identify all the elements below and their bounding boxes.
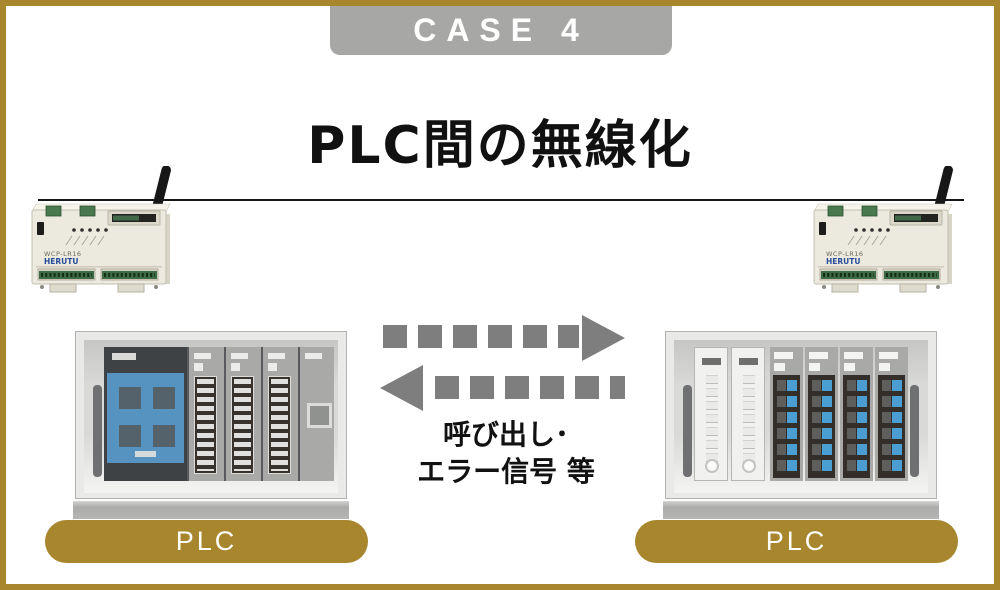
terminal-slats bbox=[268, 376, 291, 474]
signal-caption: 呼び出し･ エラー信号 等 bbox=[375, 416, 637, 490]
case-banner-label: CASE 4 bbox=[413, 12, 589, 48]
plc-label-left: PLC bbox=[45, 520, 368, 563]
rail-tab bbox=[93, 385, 102, 477]
terminal-strip bbox=[37, 268, 96, 281]
mount-foot bbox=[49, 283, 77, 293]
device-model-label: WCP-LR16 bbox=[44, 250, 82, 258]
mount-foot bbox=[831, 283, 859, 293]
wireless-unit-right: WCP-LR16 HERUTU bbox=[813, 166, 953, 293]
io-module bbox=[187, 347, 224, 481]
connector-module bbox=[840, 347, 873, 481]
label-hatch-lines bbox=[65, 235, 105, 246]
terminal-block bbox=[45, 205, 62, 217]
device-model-label: WCP-LR16 bbox=[826, 250, 864, 258]
device-brand-label: HERUTU bbox=[44, 257, 78, 266]
dip-led-dots bbox=[72, 228, 108, 232]
page-title: PLC間の無線化 bbox=[307, 116, 693, 176]
terminal-slats bbox=[231, 376, 254, 474]
dip-led-dots bbox=[854, 228, 890, 232]
mount-foot bbox=[117, 283, 145, 293]
terminal-block bbox=[79, 205, 96, 217]
cabinet-base bbox=[73, 501, 349, 519]
terminal-block bbox=[827, 205, 844, 217]
power-switch bbox=[37, 222, 44, 235]
device-display bbox=[107, 210, 161, 226]
cabinet-base bbox=[663, 501, 939, 519]
terminal-strip bbox=[882, 268, 941, 281]
plc-unit-left bbox=[73, 331, 353, 523]
relay-module bbox=[694, 347, 728, 481]
rail-tab bbox=[910, 385, 919, 477]
wireless-unit-left: WCP-LR16 HERUTU bbox=[31, 166, 171, 293]
power-switch bbox=[819, 222, 826, 235]
terminal-block bbox=[861, 205, 878, 217]
mount-foot bbox=[899, 283, 927, 293]
blank-module bbox=[298, 347, 334, 481]
terminal-strip bbox=[819, 268, 878, 281]
terminal-slats bbox=[194, 376, 217, 474]
plc-label-right: PLC bbox=[635, 520, 958, 563]
signal-caption-line2: エラー信号 等 bbox=[417, 455, 595, 488]
radio-link-line bbox=[38, 199, 964, 201]
relay-rows bbox=[743, 375, 755, 465]
connector-module bbox=[770, 347, 803, 481]
signal-arrows bbox=[380, 315, 625, 411]
relay-rows bbox=[706, 375, 718, 465]
arrow-right-icon bbox=[383, 315, 625, 361]
label-hatch-lines bbox=[847, 235, 887, 246]
arrow-left-icon bbox=[380, 365, 625, 411]
case-banner: CASE 4 bbox=[330, 6, 672, 55]
terminal-strip bbox=[100, 268, 159, 281]
plc-unit-right bbox=[663, 331, 943, 523]
signal-caption-line1: 呼び出し･ bbox=[442, 418, 569, 451]
module-button bbox=[307, 403, 332, 428]
cpu-module bbox=[104, 347, 187, 481]
rail-tab bbox=[683, 385, 692, 477]
relay-module bbox=[731, 347, 765, 481]
connector-module bbox=[875, 347, 908, 481]
device-display bbox=[889, 210, 943, 226]
connector-module bbox=[805, 347, 838, 481]
plc-cabinet bbox=[665, 331, 937, 499]
io-module bbox=[261, 347, 298, 481]
device-body: WCP-LR16 HERUTU bbox=[31, 203, 171, 293]
cpu-face bbox=[107, 373, 184, 463]
device-body: WCP-LR16 HERUTU bbox=[813, 203, 953, 293]
plc-cabinet bbox=[75, 331, 347, 499]
device-brand-label: HERUTU bbox=[826, 257, 860, 266]
io-module bbox=[224, 347, 261, 481]
